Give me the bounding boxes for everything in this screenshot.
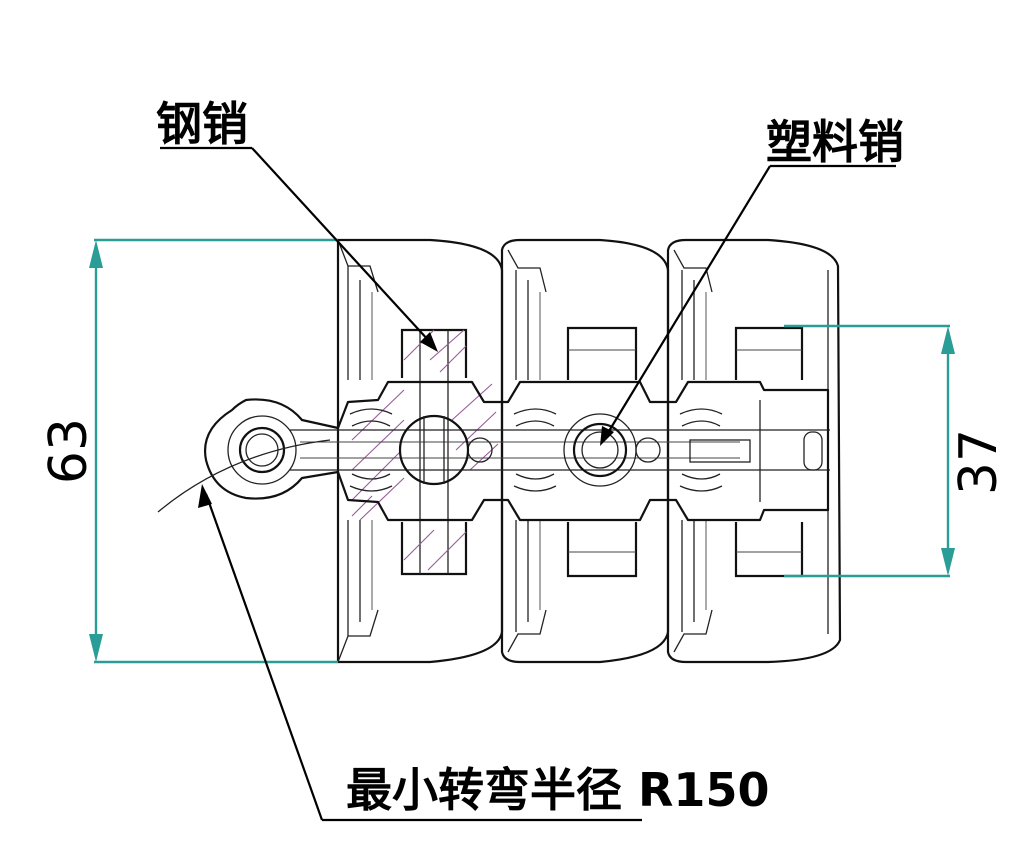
end-eyelet — [227, 415, 297, 485]
bend-radius-arc — [157, 439, 331, 513]
hinge-strip — [204, 380, 830, 522]
dimension-inner-height-value: 37 — [949, 429, 1009, 495]
steel-pin-label: 钢销 — [156, 97, 248, 151]
steel-pin-leader — [160, 146, 438, 352]
chain-link-3 — [666, 238, 842, 664]
dimension-overall-height-value: 63 — [39, 418, 99, 484]
plastic-pin-leader — [600, 164, 896, 446]
plastic-pin-label: 塑料销 — [766, 115, 904, 169]
dimension-overall-height — [89, 238, 338, 664]
chain-link-2 — [500, 238, 670, 664]
bend-radius-leader — [198, 484, 642, 822]
steel-pin-hatch — [351, 329, 499, 571]
plastic-pin — [563, 413, 637, 487]
chain-link-1 — [336, 238, 504, 664]
dimension-inner-height — [784, 324, 955, 578]
min-bend-radius-label: 最小转弯半径 R150 — [346, 763, 769, 817]
steel-pin-circle — [398, 414, 470, 486]
